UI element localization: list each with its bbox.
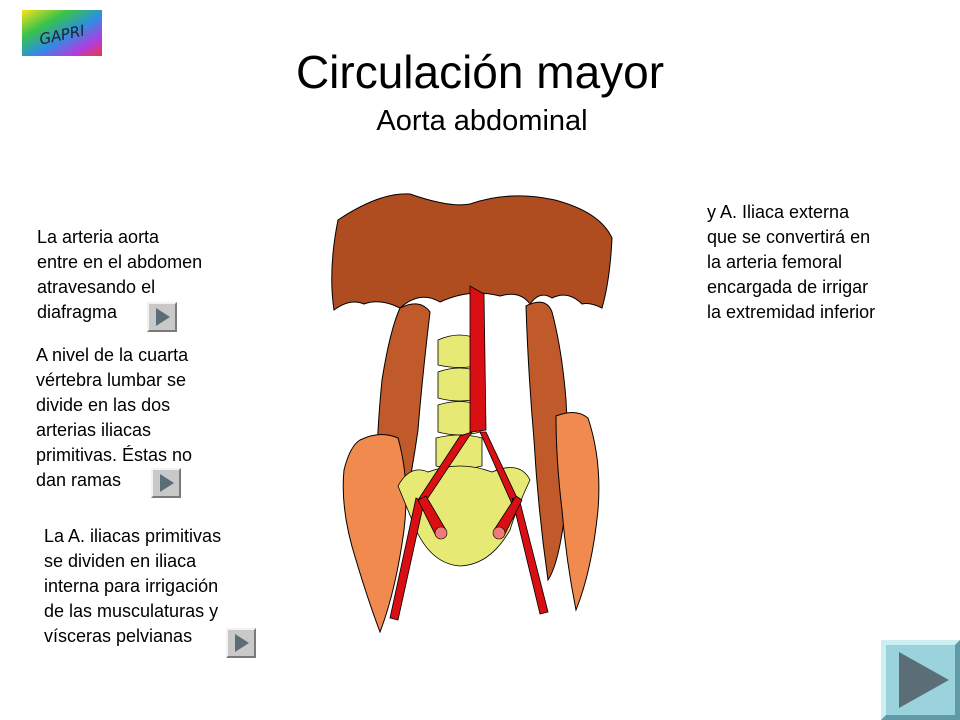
text-iliac-internal: La A. iliacas primitivas se dividen en i…: [44, 526, 222, 646]
play-triangle-icon: [235, 634, 249, 652]
text-aorta-diaphragm: La arteria aorta entre en el abdomen atr…: [37, 227, 203, 322]
play-button-1[interactable]: [147, 302, 177, 332]
play-triangle-icon: [160, 474, 174, 492]
left-iliacus-muscle: [342, 434, 407, 634]
text-lumbar-division: A nivel de la cuarta vértebra lumbar se …: [36, 345, 193, 490]
page-title: Circulación mayor: [295, 46, 665, 98]
next-slide-button[interactable]: [881, 640, 960, 720]
diaphragm-shape: [331, 193, 613, 311]
abdominal-aorta: [469, 285, 487, 433]
play-triangle-icon: [156, 308, 170, 326]
play-button-3[interactable]: [226, 628, 256, 658]
text-iliac-external: y A. Iliaca externa que se convertirá en…: [707, 202, 876, 322]
right-iliacus-muscle: [555, 412, 600, 612]
play-button-2[interactable]: [151, 468, 181, 498]
abdominal-aorta-diagram: [331, 193, 613, 634]
next-arrow-icon: [899, 652, 949, 708]
page-subtitle: Aorta abdominal: [376, 105, 588, 137]
gapri-logo: GAPRI: [22, 10, 102, 56]
